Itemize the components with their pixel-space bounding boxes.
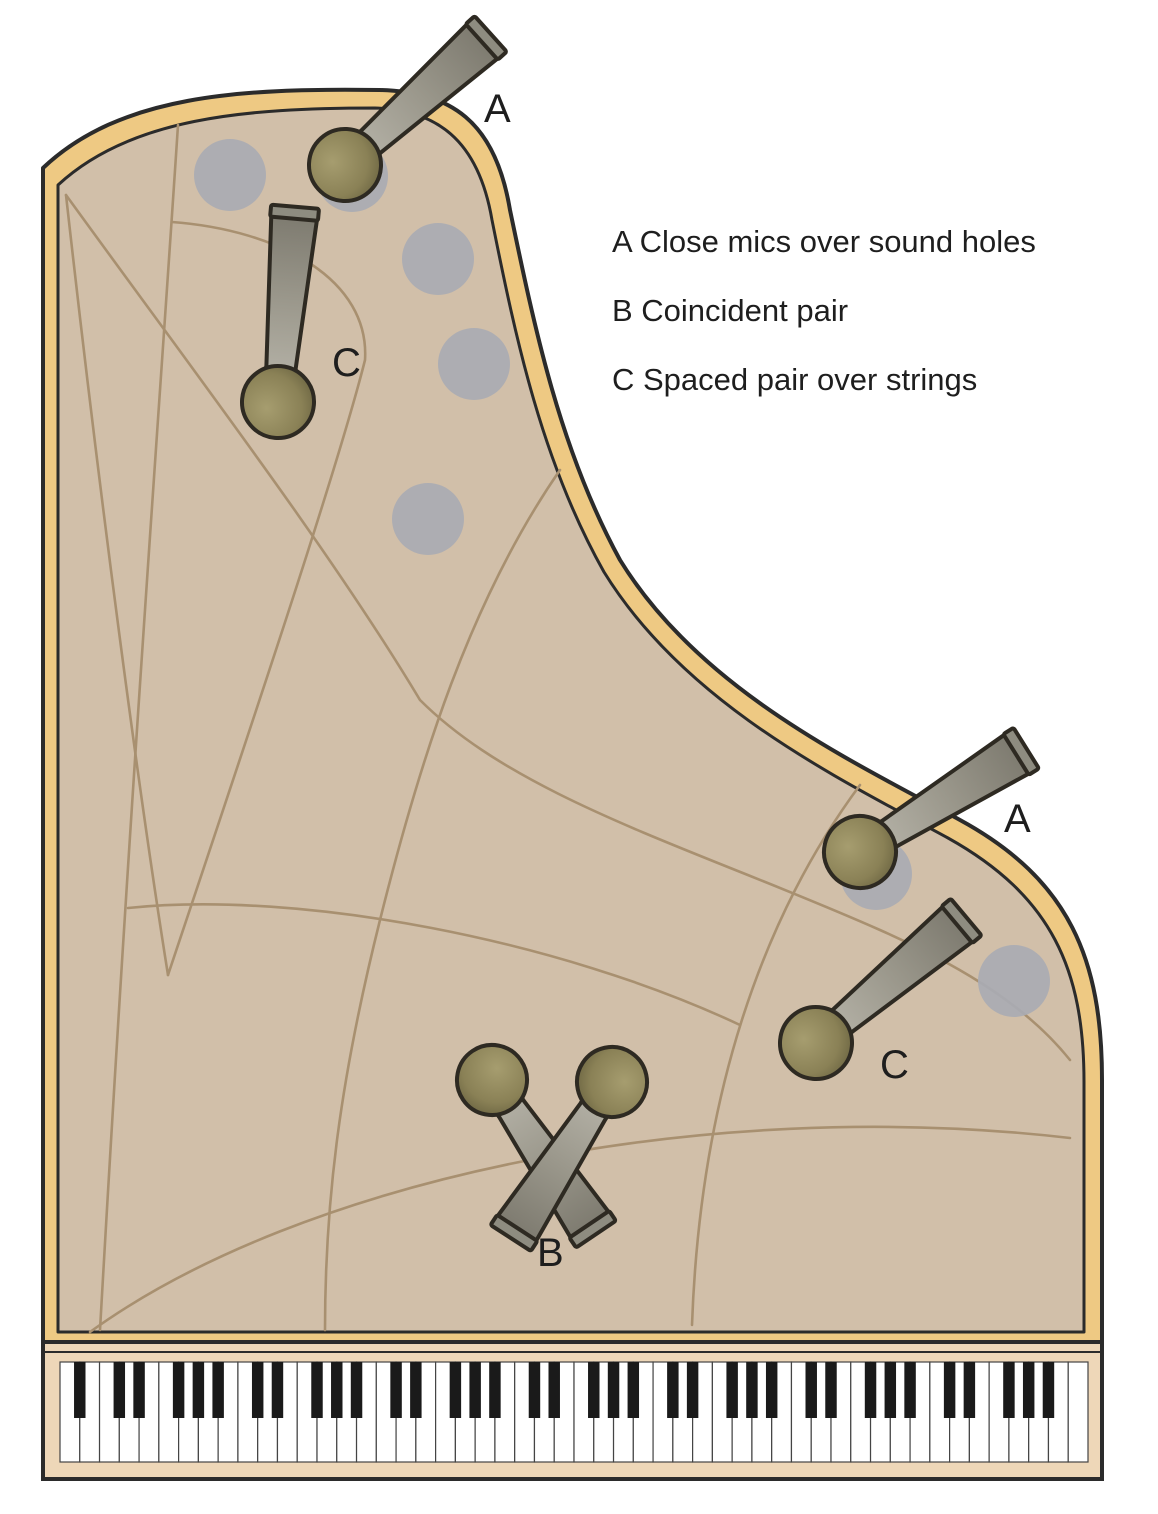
label-coincident-pair: B [537, 1231, 564, 1275]
black-key [1022, 1362, 1035, 1418]
black-key [212, 1362, 224, 1418]
legend: A Close mics over sound holes B Coincide… [612, 224, 1036, 397]
sound-hole [402, 223, 474, 295]
close-mic-bottom [822, 726, 1041, 890]
frame-lines [64, 123, 1072, 1334]
legend-item-c: C Spaced pair over strings [612, 362, 977, 397]
black-key [627, 1362, 640, 1418]
coincident-pair [455, 1043, 649, 1253]
black-key [74, 1362, 86, 1418]
black-key [172, 1362, 185, 1418]
close-mic-top [307, 14, 508, 203]
black-key [469, 1362, 481, 1418]
black-key [528, 1362, 541, 1418]
black-key [113, 1362, 126, 1418]
sound-hole [194, 139, 266, 211]
black-key [864, 1362, 877, 1418]
coincident-mic-right [489, 1045, 649, 1253]
label-close-mic-top: A [484, 87, 511, 131]
black-key [133, 1362, 145, 1418]
piano-keyboard [59, 1361, 1089, 1463]
black-key [449, 1362, 462, 1418]
sound-hole [392, 483, 464, 555]
black-key [350, 1362, 363, 1418]
black-key [192, 1362, 205, 1418]
black-key [805, 1362, 817, 1418]
black-key [667, 1362, 679, 1418]
black-key [251, 1362, 264, 1418]
black-key [331, 1362, 343, 1418]
black-key [390, 1362, 402, 1418]
white-key [1067, 1361, 1089, 1463]
black-key [686, 1362, 699, 1418]
label-spaced-mic-bottom: C [880, 1043, 909, 1087]
black-key [746, 1362, 758, 1418]
black-key [726, 1362, 738, 1418]
black-key [884, 1362, 897, 1418]
sound-hole [978, 945, 1050, 1017]
label-spaced-mic-top: C [332, 341, 361, 385]
black-key [765, 1362, 778, 1418]
black-key [548, 1362, 560, 1418]
spaced-mic-bottom [778, 897, 983, 1081]
black-key [489, 1362, 501, 1418]
black-key [311, 1362, 323, 1418]
black-key [410, 1362, 422, 1418]
black-key [1003, 1362, 1015, 1418]
black-key [904, 1362, 916, 1418]
black-key [963, 1362, 976, 1418]
label-close-mic-bottom: A [1004, 797, 1031, 841]
legend-item-b: B Coincident pair [612, 293, 848, 328]
legend-item-a: A Close mics over sound holes [612, 224, 1036, 259]
black-key [588, 1362, 600, 1418]
black-key [1042, 1362, 1055, 1418]
black-key [825, 1362, 837, 1418]
sound-hole [438, 328, 510, 400]
black-key [271, 1362, 284, 1418]
black-key [943, 1362, 956, 1418]
spaced-mic-top [240, 202, 321, 440]
black-key [607, 1362, 620, 1418]
